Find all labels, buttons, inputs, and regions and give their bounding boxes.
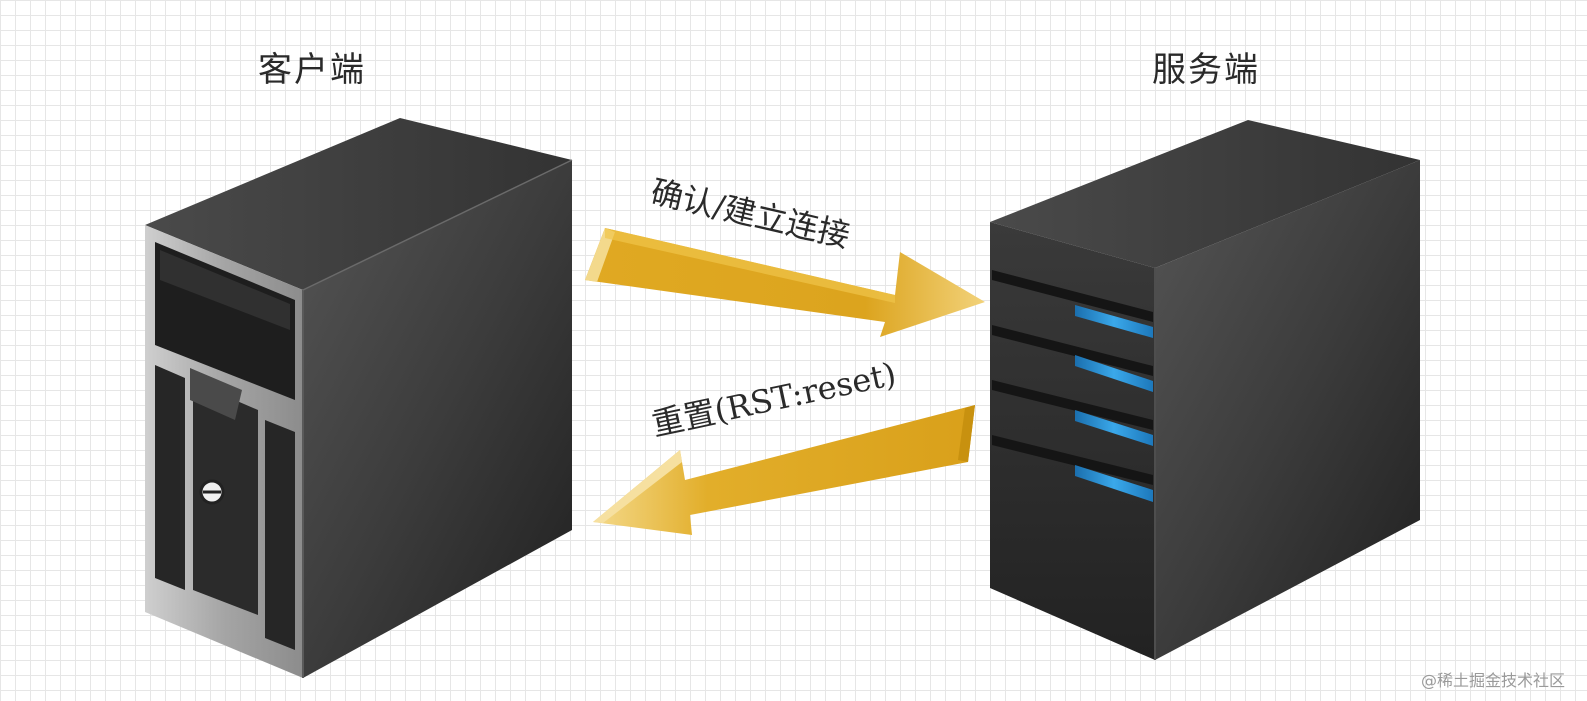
server-led-1 [1075, 305, 1153, 338]
server-led-2 [1075, 355, 1153, 392]
client-title: 客户端 [258, 50, 366, 90]
watermark: @稀土掘金技术社区 [1420, 671, 1565, 690]
arrow-confirm [585, 228, 985, 337]
server-led-3 [1075, 410, 1153, 446]
server-title: 服务端 [1152, 50, 1260, 90]
server-tower-icon [990, 120, 1420, 660]
server-led-4 [1075, 465, 1153, 502]
arrow-reset [593, 405, 975, 535]
tower-pc-icon [145, 118, 573, 678]
